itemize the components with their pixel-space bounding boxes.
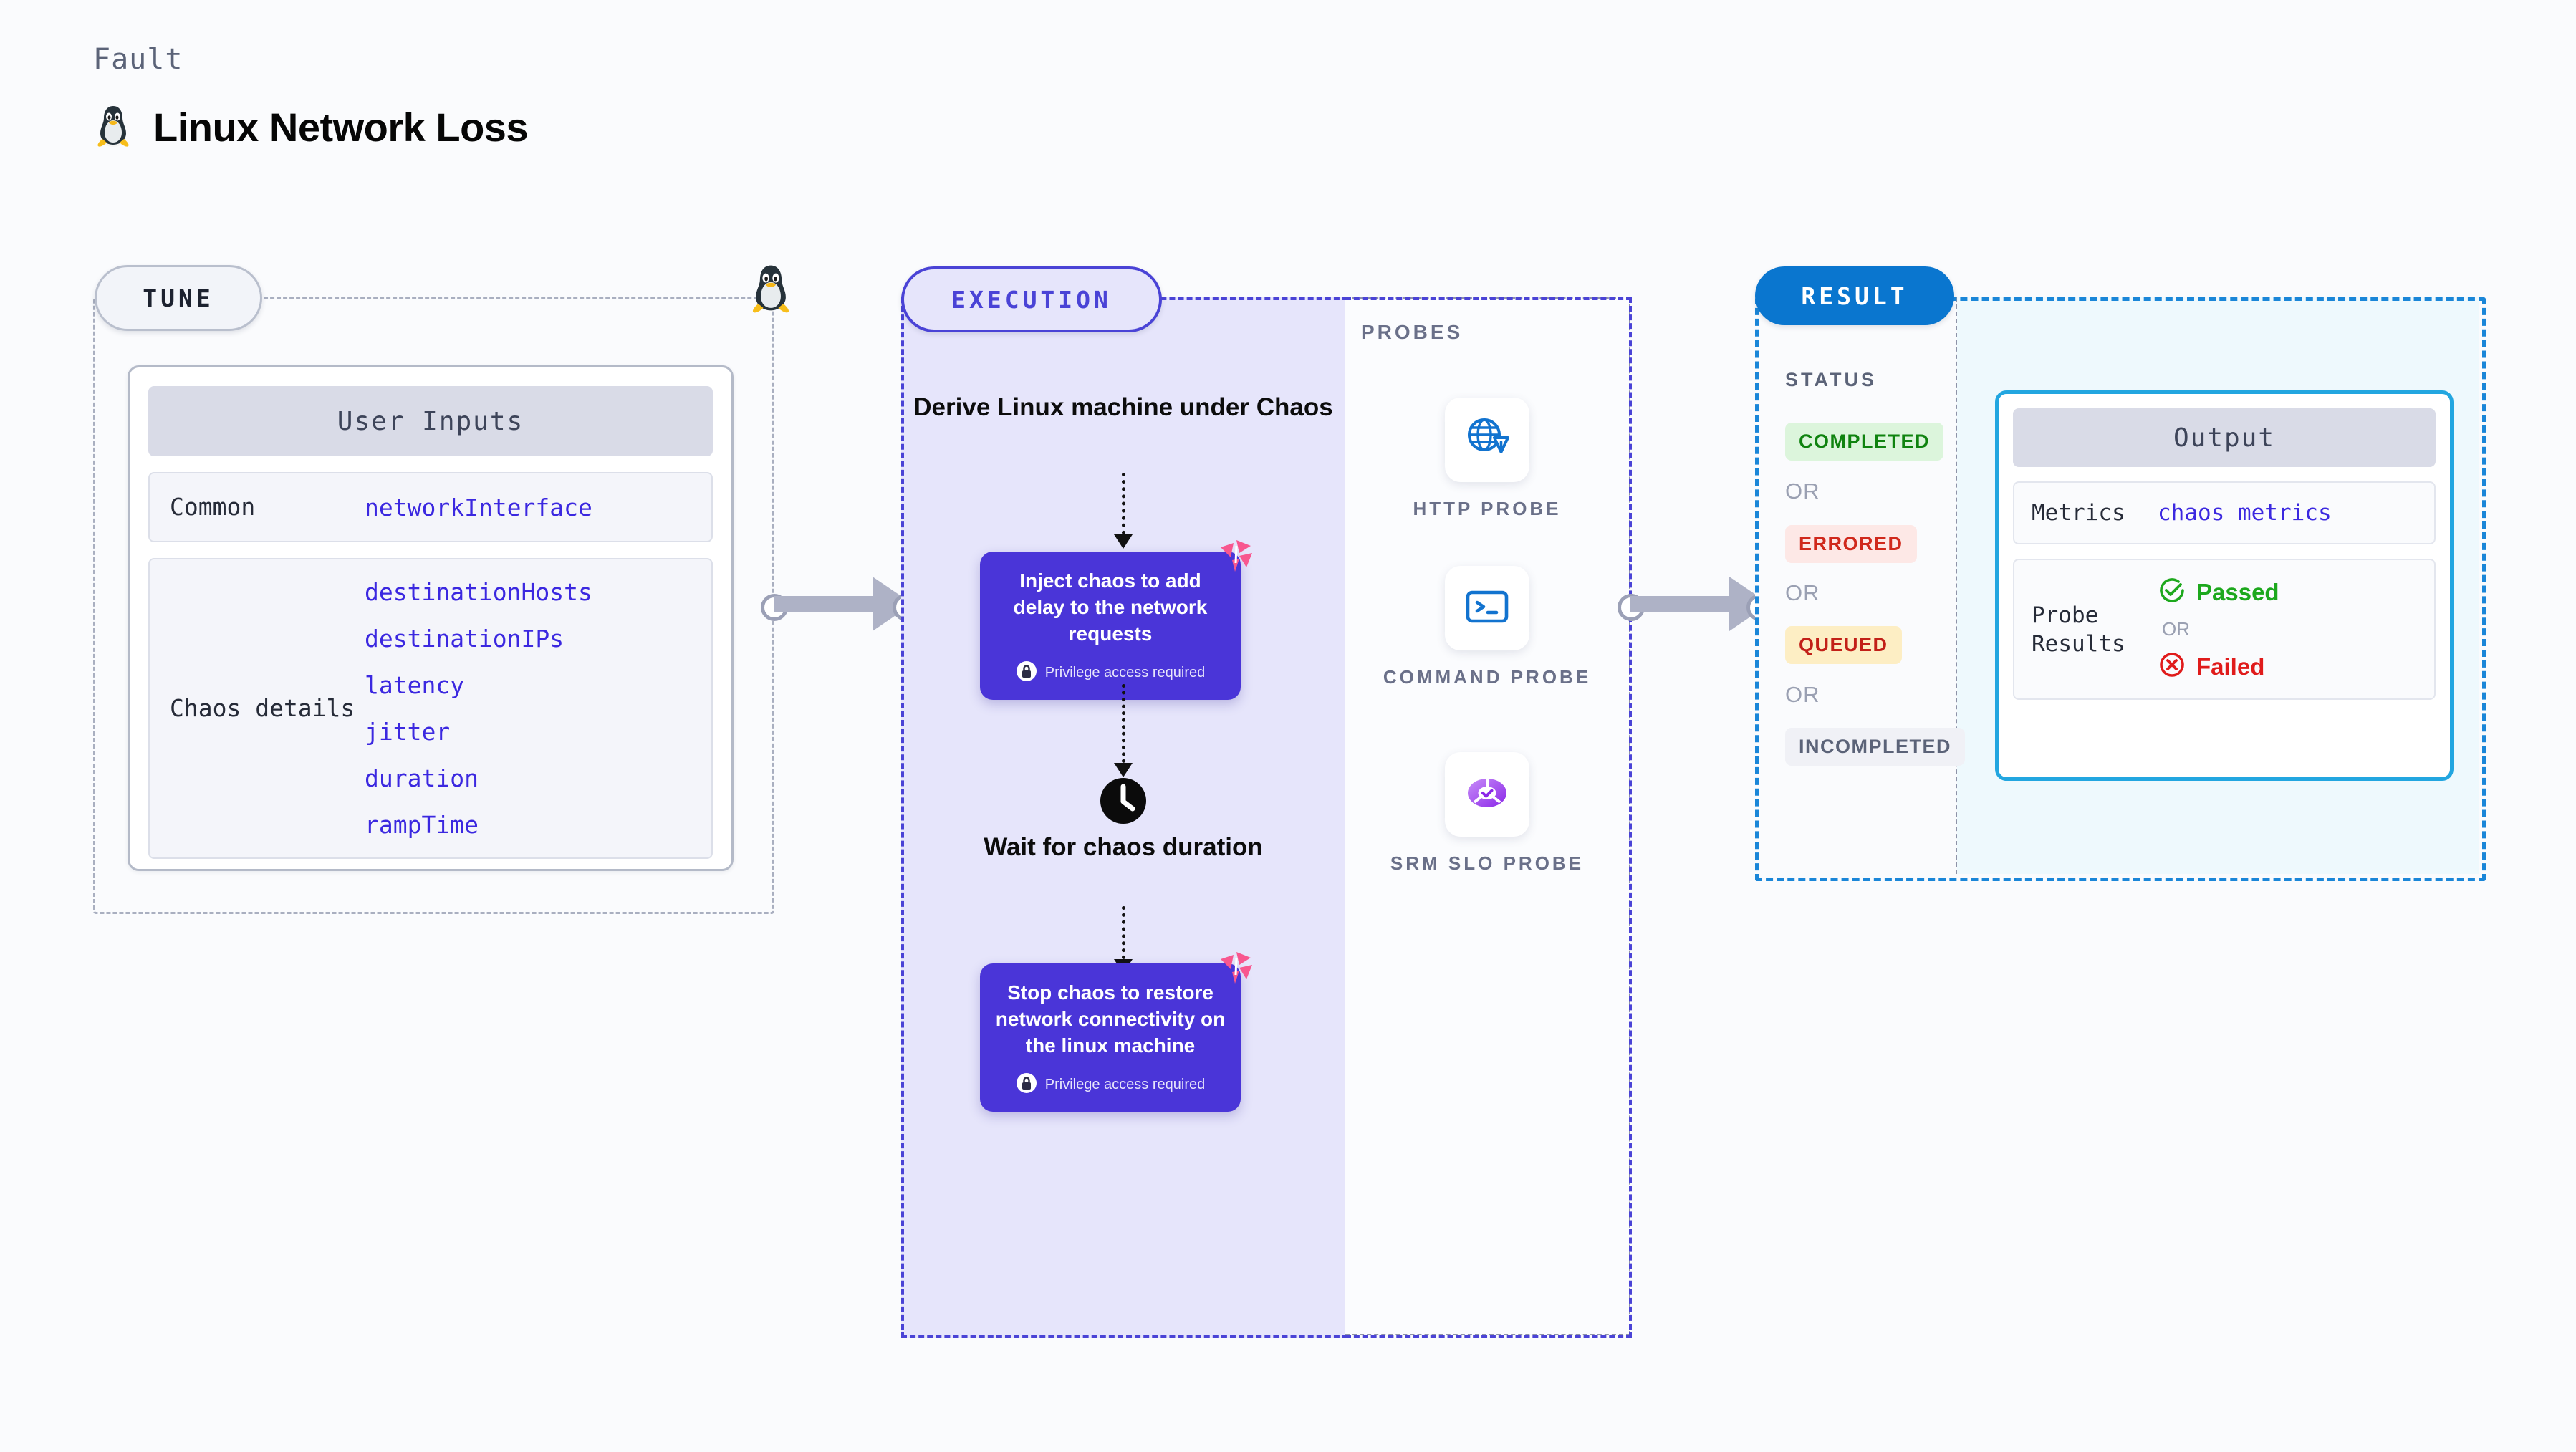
tune-row-values: destinationHosts destinationIPs latency … bbox=[365, 578, 592, 839]
output-row-label: Probe Results bbox=[2032, 602, 2125, 657]
status-column bbox=[1755, 297, 1957, 874]
output-row-probe-results: Probe Results Passed OR bbox=[2013, 559, 2436, 701]
failed-text: Failed bbox=[2196, 653, 2265, 680]
tune-row-values: networkInterface bbox=[365, 494, 592, 521]
result-pill-badge: RESULT bbox=[1755, 266, 1954, 325]
tune-tux-penguin-icon bbox=[747, 262, 794, 314]
execution-pill-badge: EXECUTION bbox=[901, 266, 1162, 332]
connector-line bbox=[1630, 596, 1731, 612]
status-or-2: OR bbox=[1785, 580, 1820, 605]
status-badge-incompleted: INCOMPLETED bbox=[1785, 728, 1966, 766]
connector-line bbox=[774, 596, 874, 612]
status-badge-completed: COMPLETED bbox=[1785, 423, 1944, 461]
result-zone bbox=[1755, 297, 2486, 881]
execution-node-stop-chaos[interactable]: Stop chaos to restore network connectivi… bbox=[980, 952, 1252, 1112]
check-circle-icon bbox=[2158, 576, 2186, 608]
slo-donut-check-icon bbox=[1464, 771, 1511, 818]
clock-icon bbox=[1097, 778, 1149, 830]
status-or-1: OR bbox=[1785, 479, 1820, 504]
tux-penguin-icon bbox=[93, 103, 133, 151]
probe-command[interactable]: COMMAND PROBE bbox=[1345, 566, 1629, 690]
user-inputs-title: User Inputs bbox=[148, 386, 713, 456]
privilege-notice: Privilege access required bbox=[993, 1072, 1228, 1097]
tune-value: duration bbox=[365, 764, 479, 793]
output-row-values: Passed OR Failed bbox=[2158, 576, 2279, 683]
probe-label: SRM SLO PROBE bbox=[1390, 852, 1585, 874]
status-or-3: OR bbox=[1785, 682, 1820, 707]
fault-kicker: Fault bbox=[93, 43, 183, 76]
execution-connector-arrow-2 bbox=[1114, 763, 1133, 777]
execution-node-text: Stop chaos to restore network connectivi… bbox=[995, 981, 1226, 1057]
tune-value: jitter bbox=[365, 718, 451, 746]
status-label: STATUS bbox=[1785, 369, 1877, 390]
tune-value: destinationIPs bbox=[365, 625, 564, 653]
probe-srm-slo[interactable]: SRM SLO PROBE bbox=[1345, 752, 1629, 876]
probe-result-failed: Failed bbox=[2158, 650, 2279, 683]
tune-row-common: Common networkInterface bbox=[148, 472, 713, 543]
probe-icon-tile bbox=[1445, 566, 1529, 650]
execution-node-inject-chaos[interactable]: Inject chaos to add delay to the network… bbox=[980, 540, 1252, 700]
status-badge-queued: QUEUED bbox=[1785, 626, 1902, 664]
output-row-label: Metrics bbox=[2032, 500, 2125, 526]
execution-connector-1 bbox=[1122, 473, 1128, 534]
metrics-value: chaos metrics bbox=[2158, 500, 2332, 527]
lock-icon bbox=[1016, 1072, 1037, 1097]
tune-value: networkInterface bbox=[365, 493, 592, 521]
probe-label: HTTP PROBE bbox=[1413, 498, 1562, 519]
output-title: Output bbox=[2013, 408, 2436, 467]
chaos-logo-icon bbox=[1215, 536, 1256, 577]
chaos-logo-icon bbox=[1215, 948, 1256, 989]
tune-value: latency bbox=[365, 671, 465, 700]
wait-clock-wrap bbox=[901, 775, 1345, 830]
probe-result-passed: Passed bbox=[2158, 576, 2279, 608]
tune-row-chaos-details: Chaos details destinationHosts destinati… bbox=[148, 558, 713, 860]
passed-text: Passed bbox=[2196, 578, 2279, 605]
output-card: Output Metrics chaos metrics Probe Resul… bbox=[1995, 390, 2454, 781]
status-badge-errored: ERRORED bbox=[1785, 525, 1917, 563]
output-row-metrics: Metrics chaos metrics bbox=[2013, 481, 2436, 545]
probes-section-label: PROBES bbox=[1361, 321, 1464, 343]
output-row-values: chaos metrics bbox=[2158, 500, 2332, 526]
user-inputs-card: User Inputs Common networkInterface Chao… bbox=[128, 365, 734, 871]
globe-warning-icon bbox=[1464, 415, 1511, 466]
execution-connector-arrow-1 bbox=[1114, 534, 1133, 549]
tune-row-label: Common bbox=[170, 493, 256, 521]
execution-connector-2 bbox=[1122, 684, 1128, 763]
page-title: Linux Network Loss bbox=[153, 105, 529, 150]
terminal-icon bbox=[1464, 585, 1511, 632]
probe-label: COMMAND PROBE bbox=[1383, 666, 1592, 688]
wait-step-title: Wait for chaos duration bbox=[984, 833, 1263, 861]
page-header: Fault Linux Network Loss bbox=[93, 43, 529, 151]
privilege-text: Privilege access required bbox=[1044, 664, 1206, 681]
execution-node-text: Inject chaos to add delay to the network… bbox=[1013, 569, 1208, 645]
privilege-text: Privilege access required bbox=[1044, 1076, 1206, 1092]
tune-row-label: Chaos details bbox=[170, 694, 355, 723]
tune-value: destinationHosts bbox=[365, 578, 592, 607]
probe-icon-tile bbox=[1445, 398, 1529, 482]
lock-icon bbox=[1016, 660, 1037, 686]
probe-icon-tile bbox=[1445, 752, 1529, 837]
execution-step-title: Derive Linux machine under Chaos bbox=[913, 393, 1333, 421]
probe-http[interactable]: HTTP PROBE bbox=[1345, 398, 1629, 521]
privilege-notice: Privilege access required bbox=[993, 660, 1228, 686]
probe-result-or: OR bbox=[2162, 618, 2190, 640]
tune-value: rampTime bbox=[365, 811, 479, 840]
x-circle-icon bbox=[2158, 650, 2186, 683]
fault-title-row: Linux Network Loss bbox=[93, 103, 529, 151]
tune-pill-badge: TUNE bbox=[95, 265, 262, 331]
execution-connector-3 bbox=[1122, 906, 1128, 959]
